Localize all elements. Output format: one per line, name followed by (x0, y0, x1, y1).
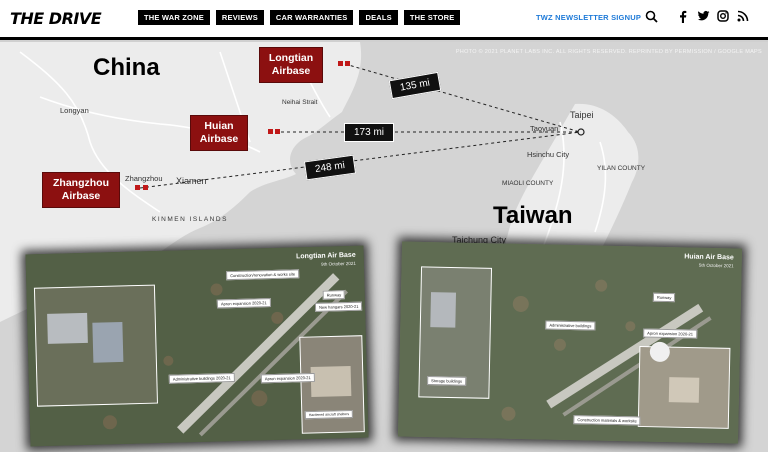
header-rule (0, 37, 768, 40)
search-icon[interactable] (643, 8, 659, 24)
nav-war-zone[interactable]: THE WAR ZONE (138, 10, 210, 25)
distance-huian: 173 mi (344, 123, 395, 142)
inset-label: Apron expansion 2020-21 (643, 328, 698, 339)
inset-label: Apron expansion 2020-21 (216, 298, 271, 309)
city-yilan: YILAN COUNTY (597, 165, 646, 172)
site-logo[interactable]: THE DRIVE (10, 9, 102, 28)
image-copyright: PHOTO © 2021 PLANET LABS INC. ALL RIGHTS… (455, 49, 762, 55)
inset-label: Storage buildings (427, 376, 467, 386)
airbase-label-zhangzhou: Zhangzhou Airbase (42, 172, 120, 208)
inset-label: New hangars 2020-21 (314, 301, 363, 312)
airbase-label-longtian: Longtian Airbase (259, 47, 323, 83)
satellite-inset-longtian: Longtian Air Base 9th October 2021 Const… (25, 245, 369, 447)
inset-label: Apron expansion 2020-21 (260, 372, 315, 384)
airbase-label-huian: Huian Airbase (190, 115, 248, 151)
label-taiwan: Taiwan (493, 202, 573, 229)
inset-label: Construction materials & worksite (573, 415, 641, 426)
satellite-terrain-longtian (25, 245, 369, 447)
inset-date-longtian: 9th October 2021 (321, 260, 356, 267)
city-xiamen: Xiamen (176, 176, 207, 186)
city-zhangzhou: Zhangzhou (125, 174, 163, 183)
city-miaoli: MIAOLI COUNTY (502, 180, 554, 187)
city-taipei: Taipei (570, 110, 594, 120)
inset-label: Administrative buildings (545, 320, 596, 331)
nav-car-warranties[interactable]: CAR WARRANTIES (269, 10, 354, 25)
article-map-image: PHOTO © 2021 PLANET LABS INC. ALL RIGHTS… (0, 42, 768, 452)
nav-reviews[interactable]: REVIEWS (215, 10, 264, 25)
instagram-icon[interactable] (715, 8, 731, 24)
inset-label: Runway (322, 290, 346, 300)
city-kinmen: KINMEN ISLANDS (152, 216, 228, 223)
inset-date-huian: 5th October 2021 (698, 262, 734, 269)
city-taoyuan: Taoyuan (530, 124, 559, 133)
nav-deals[interactable]: DEALS (359, 10, 398, 25)
inset-label: Administrative buildings 2020-21 (168, 373, 235, 384)
inset-label: Construction/renovation & works site (226, 269, 300, 281)
rss-icon[interactable] (735, 8, 751, 24)
newsletter-signup-link[interactable]: TWZ NEWSLETTER SIGNUP (536, 13, 642, 22)
city-taichung: Taichung City (452, 235, 507, 245)
inset-title-huian: Huian Air Base (684, 253, 734, 262)
header-subrule (0, 40, 768, 42)
city-neihai: Neihai Strait (282, 99, 318, 106)
satellite-inset-huian: Huian Air Base 5th October 2021 Administ… (397, 241, 743, 444)
main-nav: THE WAR ZONE REVIEWS CAR WARRANTIES DEAL… (138, 10, 461, 25)
inset-label: Runway (652, 292, 676, 303)
city-hsinchu: Hsinchu City (527, 150, 570, 159)
inset-label: Hardened aircraft shelters (304, 409, 354, 420)
nav-the-store[interactable]: THE STORE (403, 10, 461, 25)
label-china: China (93, 54, 160, 81)
twitter-icon[interactable] (695, 8, 711, 24)
facebook-icon[interactable] (675, 8, 691, 24)
satellite-terrain-huian (397, 241, 743, 444)
site-header: THE DRIVE THE WAR ZONE REVIEWS CAR WARRA… (0, 0, 768, 38)
city-longyan: Longyan (60, 106, 89, 115)
